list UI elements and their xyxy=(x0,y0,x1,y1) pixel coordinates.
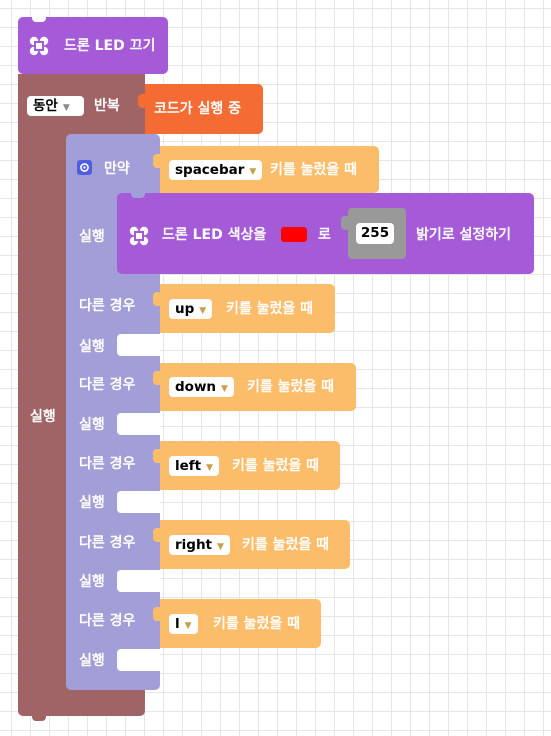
repeat-label: 반복 xyxy=(94,98,120,114)
led-color-block[interactable]: 드론 LED 색상을 로 255 밝기로 설정하기 xyxy=(117,193,534,274)
dropdown-arrow-icon: ▼ xyxy=(184,621,192,631)
empty-statement-slot[interactable] xyxy=(117,413,160,435)
key-value: spacebar xyxy=(175,162,245,178)
input-tab xyxy=(153,292,160,306)
key-pressed-condition[interactable]: up ▼ 키를 눌렀을 때 xyxy=(153,284,335,333)
dropdown-arrow-icon: ▼ xyxy=(221,384,228,394)
key-dropdown[interactable]: up ▼ xyxy=(169,299,213,319)
input-tab xyxy=(138,94,145,108)
led-off-label: 드론 LED 끄기 xyxy=(64,38,156,54)
block-notch xyxy=(131,193,145,198)
key-pressed-label: 키를 눌렀을 때 xyxy=(270,162,358,178)
elseif-label: 다른 경우 xyxy=(79,613,136,629)
gear-icon[interactable] xyxy=(77,160,92,179)
key-pressed-condition[interactable]: l▼ 키를 눌렀을 때 xyxy=(153,599,321,648)
if-do-label: 실행 xyxy=(79,229,105,245)
dropdown-arrow-icon: ▼ xyxy=(62,103,70,113)
repeat-do-label: 실행 xyxy=(30,409,56,425)
input-tab xyxy=(153,528,160,542)
code-running-label: 코드가 실행 중 xyxy=(154,101,242,117)
key-dropdown[interactable]: l▼ xyxy=(169,614,198,634)
key-value: l xyxy=(175,616,180,632)
empty-statement-slot[interactable] xyxy=(117,570,160,592)
led-color-suffix: 밝기로 설정하기 xyxy=(416,227,512,243)
key-pressed-label: 키를 눌렀을 때 xyxy=(226,301,314,317)
elseif-label: 다른 경우 xyxy=(79,535,136,551)
key-value: right xyxy=(175,537,213,553)
input-tab xyxy=(153,449,160,463)
key-value: left xyxy=(175,458,202,474)
color-swatch[interactable] xyxy=(281,227,307,242)
drone-icon xyxy=(128,225,150,251)
empty-statement-slot[interactable] xyxy=(117,649,160,671)
if-label: 만약 xyxy=(104,161,130,177)
elseif-do-label: 실행 xyxy=(79,574,105,590)
key-pressed-condition[interactable]: right ▼ 키를 눌렀을 때 xyxy=(153,520,350,569)
elseif-label: 다른 경우 xyxy=(79,456,136,472)
empty-statement-slot[interactable] xyxy=(117,491,160,513)
key-dropdown[interactable]: right ▼ xyxy=(169,535,230,555)
code-running-condition[interactable]: 코드가 실행 중 xyxy=(138,84,263,134)
key-dropdown[interactable]: down ▼ xyxy=(169,377,234,397)
empty-statement-slot[interactable] xyxy=(117,334,160,356)
led-color-prefix: 드론 LED 색상을 xyxy=(162,227,267,243)
key-pressed-label: 키를 눌렀을 때 xyxy=(247,379,335,395)
key-pressed-condition[interactable]: left ▼ 키를 눌렀을 때 xyxy=(153,441,340,490)
key-pressed-condition[interactable]: spacebar ▼ 키를 눌렀을 때 xyxy=(153,146,379,193)
elseif-do-label: 실행 xyxy=(79,653,105,669)
drone-icon xyxy=(28,35,50,61)
elseif-label: 다른 경우 xyxy=(79,377,136,393)
input-tab xyxy=(153,371,160,385)
repeat-mode-dropdown[interactable]: 동안 ▼ xyxy=(27,96,84,116)
key-pressed-label: 키를 눌렀을 때 xyxy=(232,458,320,474)
led-off-block[interactable]: 드론 LED 끄기 xyxy=(18,17,168,74)
brightness-input[interactable]: 255 xyxy=(356,223,394,244)
brightness-value: 255 xyxy=(360,225,390,241)
key-value: down xyxy=(175,379,217,395)
elseif-do-label: 실행 xyxy=(79,417,105,433)
key-dropdown[interactable]: spacebar ▼ xyxy=(169,160,263,180)
dropdown-arrow-icon: ▼ xyxy=(199,306,207,316)
key-pressed-condition[interactable]: down ▼ 키를 눌렀을 때 xyxy=(153,363,356,411)
key-value: up xyxy=(175,301,195,317)
key-dropdown[interactable]: left ▼ xyxy=(169,456,220,476)
elseif-label: 다른 경우 xyxy=(79,298,136,314)
block-notch xyxy=(32,17,46,22)
elseif-do-label: 실행 xyxy=(79,495,105,511)
dropdown-arrow-icon: ▼ xyxy=(206,463,214,473)
dropdown-arrow-icon: ▼ xyxy=(249,167,257,177)
led-color-middle: 로 xyxy=(318,227,331,243)
brightness-value-block[interactable]: 255 xyxy=(341,208,406,259)
block-notch xyxy=(32,716,46,721)
repeat-mode-value: 동안 xyxy=(33,98,58,114)
input-tab xyxy=(341,216,348,230)
input-tab xyxy=(153,154,160,168)
input-tab xyxy=(153,607,160,621)
key-pressed-label: 키를 눌렀을 때 xyxy=(213,616,301,632)
dropdown-arrow-icon: ▼ xyxy=(217,542,224,552)
elseif-do-label: 실행 xyxy=(79,339,105,355)
key-pressed-label: 키를 눌렀을 때 xyxy=(242,537,330,553)
